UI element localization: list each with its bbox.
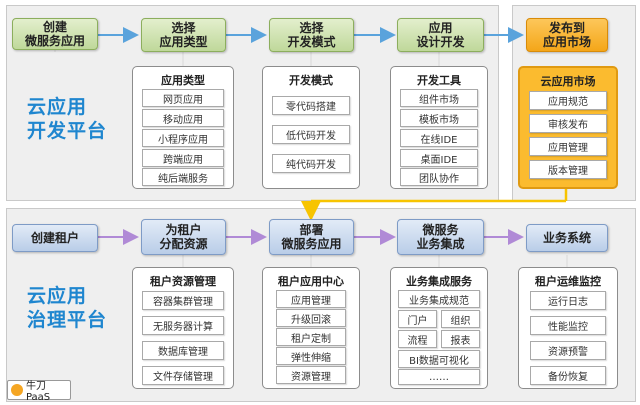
step-select-dev-mode[interactable]: 选择 开发模式	[269, 18, 354, 52]
group-title: 开发工具	[417, 74, 461, 87]
group-title: 租户运维监控	[535, 275, 601, 288]
item-performance-monitor[interactable]: 性能监控	[530, 316, 606, 335]
item-low-code[interactable]: 低代码开发	[272, 125, 350, 144]
item-elastic-scaling[interactable]: 弹性伸缩	[276, 347, 346, 365]
group-title: 云应用市场	[540, 75, 596, 88]
item-container-cluster[interactable]: 容器集群管理	[142, 291, 224, 310]
group-title: 业务集成服务	[406, 275, 472, 288]
item-organization[interactable]: 组织	[441, 310, 480, 328]
item-report[interactable]: 报表	[441, 330, 480, 348]
step-app-design-dev[interactable]: 应用 设计开发	[397, 18, 484, 52]
group-title: 租户应用中心	[278, 275, 344, 288]
group-title: 应用类型	[161, 74, 205, 87]
step-allocate-resources[interactable]: 为租户 分配资源	[141, 219, 226, 255]
gov-platform-label: 云应用 治理平台	[27, 285, 108, 331]
logo-icon	[11, 384, 23, 396]
item-resource-manage[interactable]: 资源管理	[276, 366, 346, 384]
step-business-integration[interactable]: 微服务 业务集成	[397, 219, 484, 255]
group-integration-services: 业务集成服务 业务集成规范 门户 组织 流程 报表 BI数据可视化 ……	[390, 267, 488, 389]
step-select-app-type[interactable]: 选择 应用类型	[141, 18, 226, 52]
item-zero-code[interactable]: 零代码搭建	[272, 96, 350, 115]
group-tenant-resources: 租户资源管理 容器集群管理 无服务器计算 数据库管理 文件存储管理	[132, 267, 234, 389]
item-app-manage[interactable]: 应用管理	[276, 290, 346, 308]
item-integration-spec[interactable]: 业务集成规范	[398, 290, 480, 308]
item-app-spec[interactable]: 应用规范	[529, 91, 607, 110]
item-review-publish[interactable]: 审核发布	[529, 114, 607, 133]
item-mobile-app[interactable]: 移动应用	[142, 109, 224, 127]
item-backup-restore[interactable]: 备份恢复	[530, 366, 606, 385]
item-mini-program[interactable]: 小程序应用	[142, 129, 224, 147]
item-web-app[interactable]: 网页应用	[142, 89, 224, 107]
group-dev-modes: 开发模式 零代码搭建 低代码开发 纯代码开发	[262, 66, 360, 189]
step-business-system[interactable]: 业务系统	[526, 224, 608, 252]
group-tenant-app-center: 租户应用中心 应用管理 升级回滚 租户定制 弹性伸缩 资源管理	[262, 267, 360, 389]
item-more[interactable]: ……	[398, 369, 480, 385]
step-create-tenant[interactable]: 创建租户	[12, 224, 98, 252]
item-database-manage[interactable]: 数据库管理	[142, 341, 224, 360]
item-portal[interactable]: 门户	[398, 310, 437, 328]
group-title: 租户资源管理	[150, 275, 216, 288]
item-desktop-ide[interactable]: 桌面IDE	[400, 149, 478, 167]
item-team-collab[interactable]: 团队协作	[400, 168, 478, 186]
item-backend-service[interactable]: 纯后端服务	[142, 168, 224, 186]
item-app-manage[interactable]: 应用管理	[529, 137, 607, 156]
item-run-log[interactable]: 运行日志	[530, 291, 606, 310]
step-deploy-microservice[interactable]: 部署 微服务应用	[269, 219, 354, 255]
dev-platform-label: 云应用 开发平台	[27, 96, 108, 142]
item-tenant-customize[interactable]: 租户定制	[276, 328, 346, 346]
group-dev-tools: 开发工具 组件市场 模板市场 在线IDE 桌面IDE 团队协作	[390, 66, 488, 189]
logo-text: 牛刀PaaS	[25, 381, 51, 403]
item-pure-code[interactable]: 纯代码开发	[272, 154, 350, 173]
step-publish-market[interactable]: 发布到 应用市场	[526, 18, 608, 52]
item-serverless[interactable]: 无服务器计算	[142, 316, 224, 335]
group-tenant-ops: 租户运维监控 运行日志 性能监控 资源预警 备份恢复	[518, 267, 618, 389]
item-upgrade-rollback[interactable]: 升级回滚	[276, 309, 346, 327]
item-bi-visualization[interactable]: BI数据可视化	[398, 350, 480, 368]
item-template-market[interactable]: 模板市场	[400, 109, 478, 127]
item-online-ide[interactable]: 在线IDE	[400, 129, 478, 147]
item-version-manage[interactable]: 版本管理	[529, 160, 607, 179]
brand-logo: 牛刀PaaS	[7, 380, 71, 403]
item-workflow[interactable]: 流程	[398, 330, 437, 348]
group-cloud-market: 云应用市场 应用规范 审核发布 应用管理 版本管理	[518, 66, 618, 189]
item-component-market[interactable]: 组件市场	[400, 89, 478, 107]
item-cross-platform[interactable]: 跨端应用	[142, 149, 224, 167]
group-title: 开发模式	[289, 74, 333, 87]
group-app-types: 应用类型 网页应用 移动应用 小程序应用 跨端应用 纯后端服务	[132, 66, 234, 189]
step-create-microservice[interactable]: 创建 微服务应用	[12, 18, 98, 50]
item-resource-alert[interactable]: 资源预警	[530, 341, 606, 360]
item-file-storage[interactable]: 文件存储管理	[142, 366, 224, 385]
